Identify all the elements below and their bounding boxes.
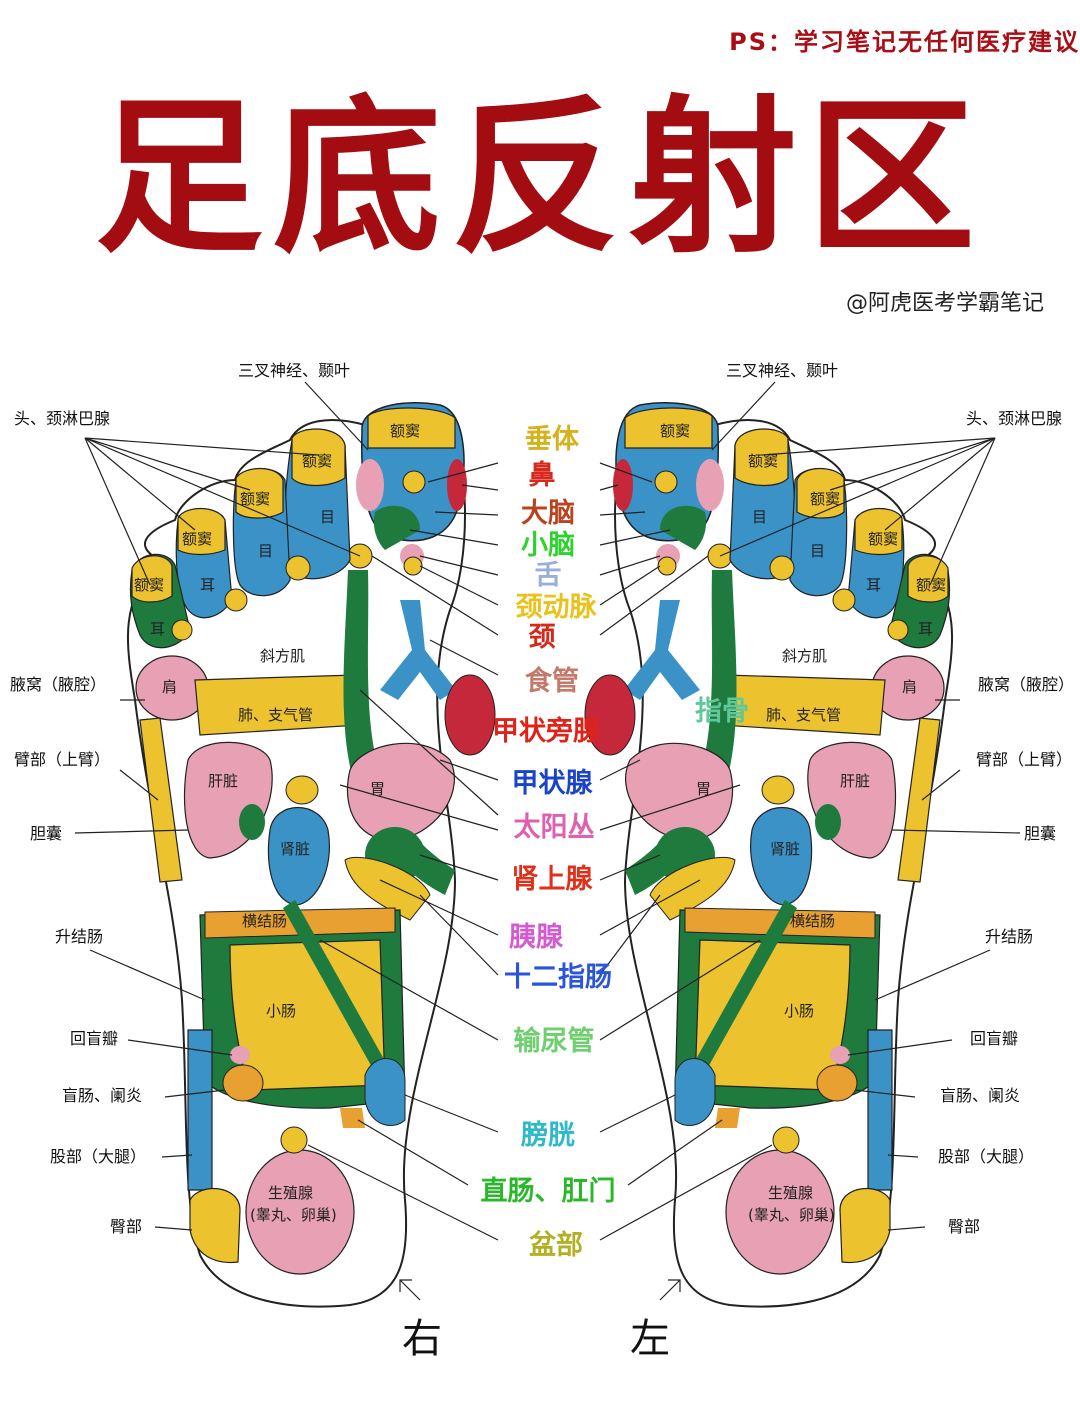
label-head-neck-left: 头、颈淋巴腺 — [966, 409, 1062, 428]
label-shoulder: 肩 — [902, 678, 917, 696]
label-neck: 颈 — [529, 622, 556, 653]
label-trapezius: 斜方肌 — [782, 647, 827, 665]
label-pelvis: 盆部 — [529, 1229, 583, 1261]
label-sinus: 额窦 — [660, 422, 690, 440]
label-upper-arm-right: 臂部（上臂） — [14, 750, 110, 769]
label-armpit-right: 腋窝（腋腔） — [10, 675, 106, 694]
label-hip-left: 臀部 — [948, 1217, 980, 1236]
label-small-intestine: 小肠 — [784, 1002, 814, 1020]
label-liver: 肝脏 — [840, 772, 870, 790]
label-transverse-colon: 横结肠 — [790, 912, 835, 930]
label-stomach: 胃 — [696, 780, 711, 798]
label-sinus: 额窦 — [390, 422, 420, 440]
disclaimer-text: PS：学习笔记无任何医疗建议 — [729, 28, 1080, 56]
label-gonad: 生殖腺 — [768, 1184, 813, 1202]
label-phalanges: 指骨 — [695, 696, 749, 727]
label-carotid: 颈动脉 — [516, 592, 598, 623]
label-cecum-left: 盲肠、阑炎 — [940, 1086, 1020, 1105]
label-solar-plexus: 太阳丛 — [514, 812, 595, 843]
center-labels: 垂体 鼻 大脑 小脑 舌 颈动脉 颈 食管 甲状旁腺 甲状腺 太阳丛 肾上腺 胰… — [481, 424, 750, 1261]
label-eye: 目 — [810, 542, 825, 560]
label-gonad-sub: (睾丸、卵巢) — [250, 1206, 337, 1224]
label-gallbladder-right: 胆囊 — [30, 824, 62, 843]
label-cerebrum: 大脑 — [521, 498, 575, 529]
watermark: @阿虎医考学霸笔记 — [845, 291, 1044, 316]
leader-lines — [74, 381, 1021, 1301]
label-ear: 耳 — [866, 576, 881, 594]
label-transverse-colon: 横结肠 — [242, 912, 287, 930]
label-ileocecal-left: 回盲瓣 — [970, 1029, 1018, 1048]
label-ureter: 输尿管 — [514, 1025, 595, 1057]
label-pituitary: 垂体 — [525, 424, 580, 455]
label-ear: 耳 — [150, 620, 165, 638]
label-ear: 耳 — [200, 576, 215, 594]
label-trapezius: 斜方肌 — [260, 647, 305, 665]
label-eye: 目 — [752, 508, 767, 526]
label-ascending-colon-right: 升结肠 — [55, 927, 103, 946]
label-head-neck-right: 头、颈淋巴腺 — [14, 409, 110, 428]
label-gonad-sub: (睾丸、卵巢) — [748, 1206, 835, 1224]
label-thyroid: 甲状腺 — [512, 768, 594, 799]
label-pancreas: 胰腺 — [509, 922, 564, 953]
label-left-foot: 左 — [630, 1316, 670, 1362]
label-eye: 目 — [320, 508, 335, 526]
label-upper-arm-left: 臂部（上臂） — [976, 750, 1072, 769]
label-armpit-left: 腋窝（腋腔） — [978, 675, 1074, 694]
label-shoulder: 肩 — [162, 678, 177, 696]
label-liver: 肝脏 — [208, 772, 238, 790]
label-right-foot: 右 — [402, 1316, 442, 1362]
label-parathyroid: 甲状旁腺 — [492, 715, 601, 747]
label-sinus: 额窦 — [134, 576, 164, 594]
label-sinus: 额窦 — [182, 530, 212, 548]
label-ileocecal-right: 回盲瓣 — [70, 1029, 118, 1048]
label-duodenum: 十二指肠 — [504, 962, 612, 993]
label-hip-right: 臀部 — [110, 1217, 142, 1236]
label-bladder: 膀胱 — [520, 1119, 575, 1151]
page-title: 足底反射区 — [95, 80, 985, 276]
label-stomach: 胃 — [370, 780, 385, 798]
label-sinus: 额窦 — [916, 576, 946, 594]
label-esophagus: 食管 — [525, 665, 579, 697]
label-sinus: 额窦 — [868, 530, 898, 548]
label-cerebellum: 小脑 — [521, 530, 575, 561]
label-tongue: 舌 — [535, 560, 562, 591]
label-sinus: 额窦 — [748, 452, 778, 470]
label-lung: 肺、支气管 — [766, 706, 841, 724]
label-cecum-right: 盲肠、阑炎 — [62, 1086, 142, 1105]
label-adrenal: 肾上腺 — [512, 864, 594, 895]
label-lung: 肺、支气管 — [238, 706, 313, 724]
label-trigeminal-left: 三叉神经、颞叶 — [726, 361, 838, 380]
label-sinus: 额窦 — [810, 490, 840, 508]
label-thigh-left: 股部（大腿） — [938, 1147, 1034, 1166]
label-trigeminal-right: 三叉神经、颞叶 — [238, 361, 350, 380]
label-nose: 鼻 — [529, 460, 556, 491]
label-sinus: 额窦 — [240, 490, 270, 508]
label-sinus: 额窦 — [302, 452, 332, 470]
side-labels: 三叉神经、颞叶 三叉神经、颞叶 头、颈淋巴腺 头、颈淋巴腺 腋窝（腋腔） 腋窝（… — [10, 361, 1074, 1236]
label-thigh-right: 股部（大腿） — [50, 1147, 146, 1166]
label-kidney: 肾脏 — [770, 840, 800, 858]
label-eye: 目 — [258, 542, 273, 560]
inner-labels: 额窦 额窦 额窦 额窦 额窦 目 目 耳 耳 斜方肌 肩 肺、支气管 肝脏 胃 … — [134, 422, 946, 1224]
label-rectum-anus: 直肠、肛门 — [481, 1176, 616, 1207]
label-small-intestine: 小肠 — [266, 1002, 296, 1020]
label-kidney: 肾脏 — [280, 840, 310, 858]
label-gonad: 生殖腺 — [268, 1184, 313, 1202]
label-gallbladder-left: 胆囊 — [1024, 824, 1056, 843]
label-ear: 耳 — [918, 620, 933, 638]
label-ascending-colon-left: 升结肠 — [985, 927, 1033, 946]
